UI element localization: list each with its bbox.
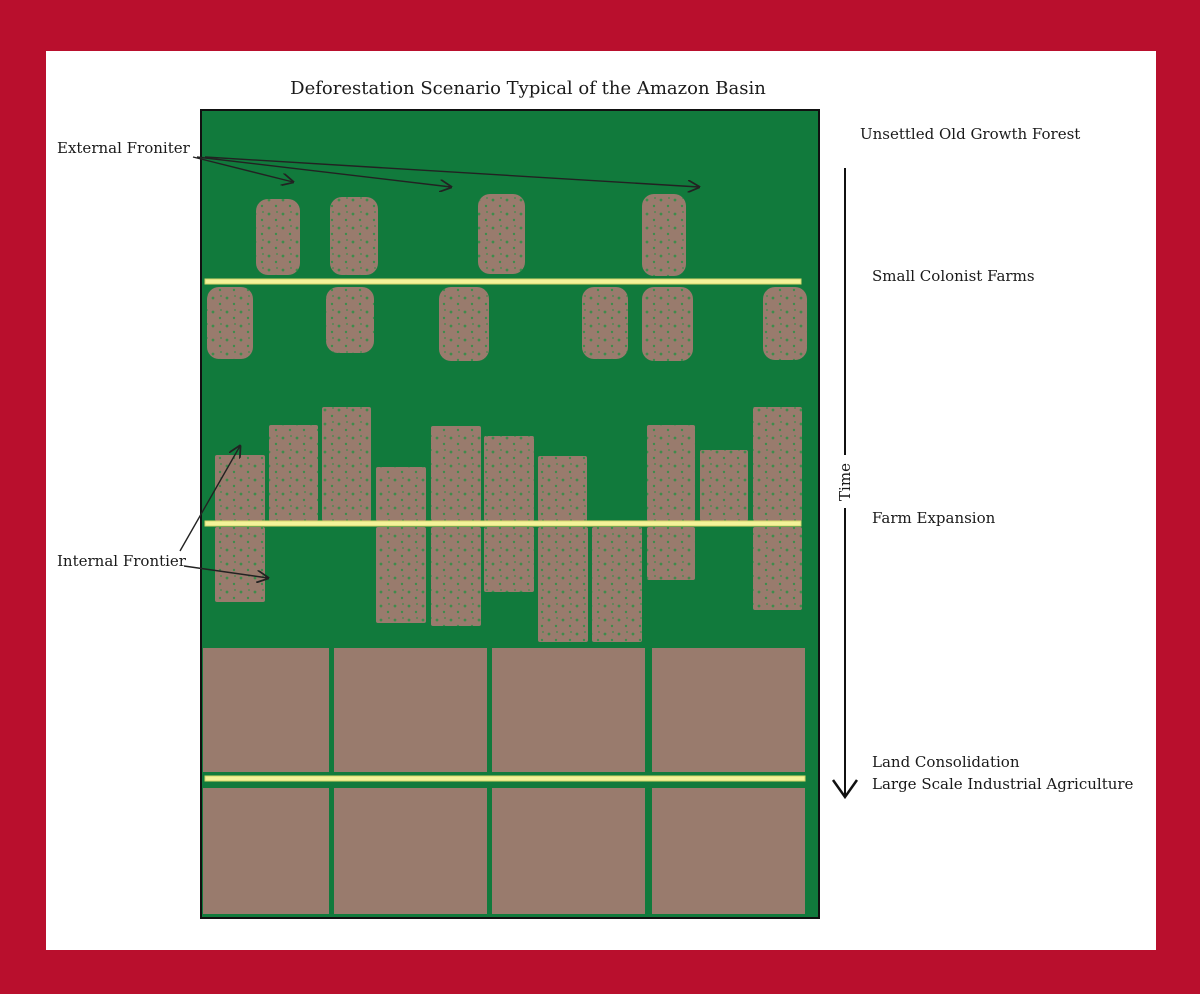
expansion-farm-upper-4-texture [376, 467, 426, 521]
industrial-block-lower-4 [652, 788, 805, 914]
industrial-block-upper-4 [652, 648, 805, 772]
colonist-farm-lower-5-texture [642, 287, 693, 361]
time-axis-label: Time [836, 463, 854, 501]
internal-frontier-arrow-1 [179, 446, 240, 552]
external-frontier-label: External Froniter [57, 139, 191, 157]
stage-label-farm-expansion: Farm Expansion [872, 509, 996, 527]
road-1 [204, 278, 802, 285]
industrial-block-upper-1 [203, 648, 329, 772]
expansion-farm-upper-8-texture [647, 425, 695, 521]
road-2 [204, 520, 802, 527]
expansion-farm-lower-6-texture [592, 527, 642, 642]
land-plots [203, 194, 807, 914]
expansion-farm-lower-4-texture [484, 527, 534, 592]
expansion-farm-upper-3-texture [322, 407, 371, 521]
expansion-farm-upper-7-texture [538, 456, 587, 521]
expansion-farm-upper-2-texture [269, 425, 318, 521]
colonist-farm-lower-6-texture [763, 287, 807, 360]
internal-frontier-label: Internal Frontier [57, 552, 187, 570]
colonist-farm-upper-1-texture [256, 199, 300, 275]
stage-label-industrial-agriculture: Large Scale Industrial Agriculture [872, 775, 1134, 793]
stage-label-old-growth: Unsettled Old Growth Forest [860, 125, 1080, 143]
expansion-farm-lower-2-texture [376, 527, 426, 623]
industrial-block-upper-2 [334, 648, 487, 772]
diagram-title: Deforestation Scenario Typical of the Am… [290, 78, 766, 99]
expansion-farm-lower-3-texture [431, 527, 481, 626]
external-frontier-arrow-1 [192, 156, 293, 182]
expansion-farm-upper-10-texture [753, 407, 802, 521]
expansion-farm-upper-5-texture [431, 426, 481, 521]
stage-label-land-consolidation: Land Consolidation [872, 753, 1020, 771]
stage-label-colonist-farms: Small Colonist Farms [872, 267, 1035, 285]
colonist-farm-upper-3-texture [478, 194, 525, 274]
expansion-farm-lower-1-texture [215, 527, 265, 602]
internal-frontier-arrow-2 [183, 565, 268, 578]
external-frontier-arrow-2 [196, 156, 451, 187]
industrial-block-lower-2 [334, 788, 487, 914]
industrial-block-lower-3 [492, 788, 645, 914]
road-3 [204, 775, 806, 782]
expansion-farm-upper-9-texture [700, 450, 748, 521]
colonist-farm-lower-1-texture [207, 287, 253, 359]
expansion-farm-lower-8-texture [753, 527, 802, 610]
colonist-farm-upper-2-texture [330, 197, 378, 275]
expansion-farm-upper-6-texture [484, 436, 534, 521]
external-frontier-arrow-3 [204, 156, 699, 187]
colonist-farm-lower-3-texture [439, 287, 489, 361]
expansion-farm-lower-7-texture [647, 527, 695, 580]
time-arrowhead-icon [831, 779, 859, 800]
industrial-block-upper-3 [492, 648, 645, 772]
colonist-farm-lower-2-texture [326, 287, 374, 353]
expansion-farm-upper-1-texture [215, 455, 265, 521]
industrial-block-lower-1 [203, 788, 329, 914]
colonist-farm-lower-4-texture [582, 287, 628, 359]
colonist-farm-upper-4-texture [642, 194, 686, 276]
expansion-farm-lower-5-texture [538, 527, 588, 642]
